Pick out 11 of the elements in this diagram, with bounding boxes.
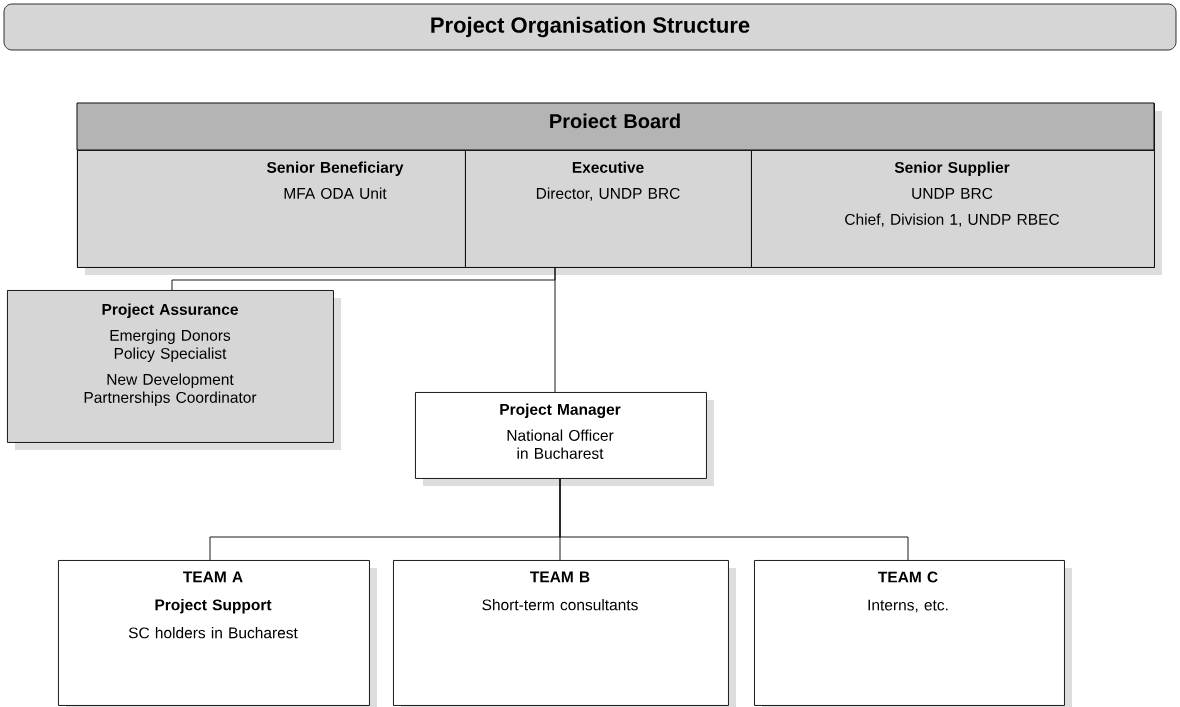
title-banner: Project Organisation Structure [3, 3, 1177, 51]
connector-line [171, 267, 556, 291]
board-cell: Senior Beneficiary MFA ODA Unit [77, 150, 466, 268]
board-cell: Senior Supplier UNDP BRC Chief, Division 1, UNDP RBEC [751, 150, 1155, 268]
board-cell: Executive Director, UNDP BRC [465, 150, 752, 268]
manager-box: Project Manager National Officer in Bucharest [415, 392, 714, 486]
connector-line [559, 478, 909, 561]
team-box: TEAM A Project Support SC holders in Bucharest [58, 560, 377, 707]
team-box: TEAM C Interns, etc. [754, 560, 1072, 707]
team-box: TEAM B Short-term consultants [393, 560, 736, 707]
assurance-box: Project Assurance Emerging Donors Policy Specialist New Development Partnerships Coordinator [7, 290, 341, 450]
